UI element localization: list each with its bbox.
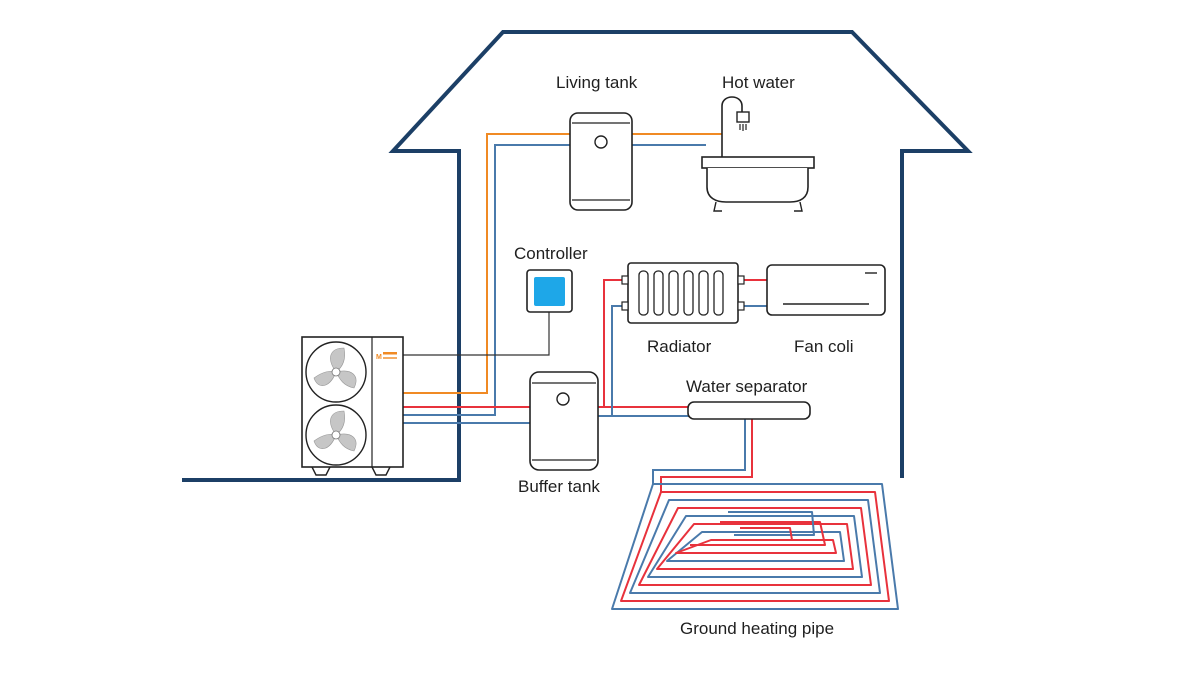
radiator-supply-pipe — [603, 279, 628, 407]
hot-water-bathtub — [701, 96, 815, 212]
buffer-tank — [529, 371, 599, 471]
floor-supply-riser — [660, 419, 753, 492]
fan-coil-unit — [766, 264, 886, 316]
radiator — [621, 262, 745, 324]
floor-return-riser — [652, 419, 746, 484]
fan-bottom-icon — [305, 404, 367, 466]
label-radiator: Radiator — [647, 337, 712, 356]
controller-signal-line — [403, 312, 550, 356]
living-tank — [569, 112, 633, 211]
labels: Living tank Hot water Controller Radiato… — [514, 73, 854, 638]
fan-top-icon — [305, 341, 367, 403]
label-controller: Controller — [514, 244, 588, 263]
heat-pump-unit: M — [301, 336, 404, 476]
controller — [526, 269, 573, 313]
label-hot-water: Hot water — [722, 73, 795, 92]
label-fan-coil: Fan coli — [794, 337, 854, 356]
controller-screen — [534, 277, 565, 306]
label-buffer-tank: Buffer tank — [518, 477, 600, 496]
label-ground-heating-pipe: Ground heating pipe — [680, 619, 834, 638]
ground-heating-pipe — [611, 483, 899, 610]
shower-icon — [721, 96, 743, 168]
radiator-return-pipe — [611, 305, 628, 416]
house-outline — [182, 30, 973, 482]
water-separator — [687, 401, 811, 420]
label-living-tank: Living tank — [556, 73, 638, 92]
heat-pump-brand-logo: M — [376, 354, 382, 361]
label-water-separator: Water separator — [686, 377, 808, 396]
